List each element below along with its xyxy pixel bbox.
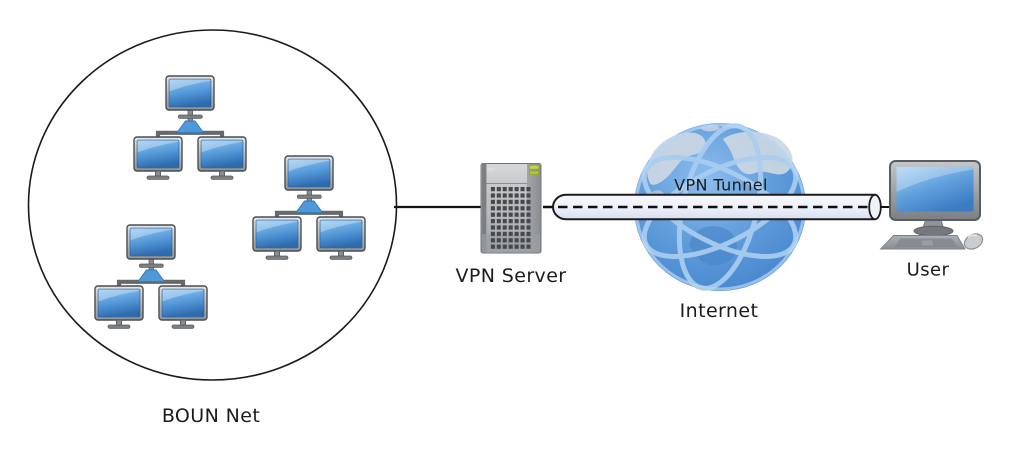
server-led-1 [529, 165, 539, 170]
vpn-tunnel-label: VPN Tunnel [674, 175, 768, 195]
workstation-cluster-right [253, 156, 365, 259]
user-monitor-screen [896, 167, 974, 212]
internet-label: Internet [679, 300, 759, 322]
user-label: User [906, 259, 950, 281]
user-computer-icon [879, 160, 984, 250]
vpn-server-label: VPN Server [455, 265, 567, 287]
workstation-cluster-top [134, 76, 246, 179]
server-led-2 [529, 170, 539, 175]
tunnel-end-cap [868, 193, 882, 221]
boun-net-label: BOUN Net [161, 405, 261, 427]
boun-net-circle [27, 29, 398, 381]
monitor-stand-base [913, 225, 954, 237]
workstation-cluster-bottom [95, 225, 207, 328]
server-vent-grid [490, 186, 532, 250]
vpn-tunnel-shape [543, 193, 891, 221]
vpn-server-icon [480, 163, 542, 254]
